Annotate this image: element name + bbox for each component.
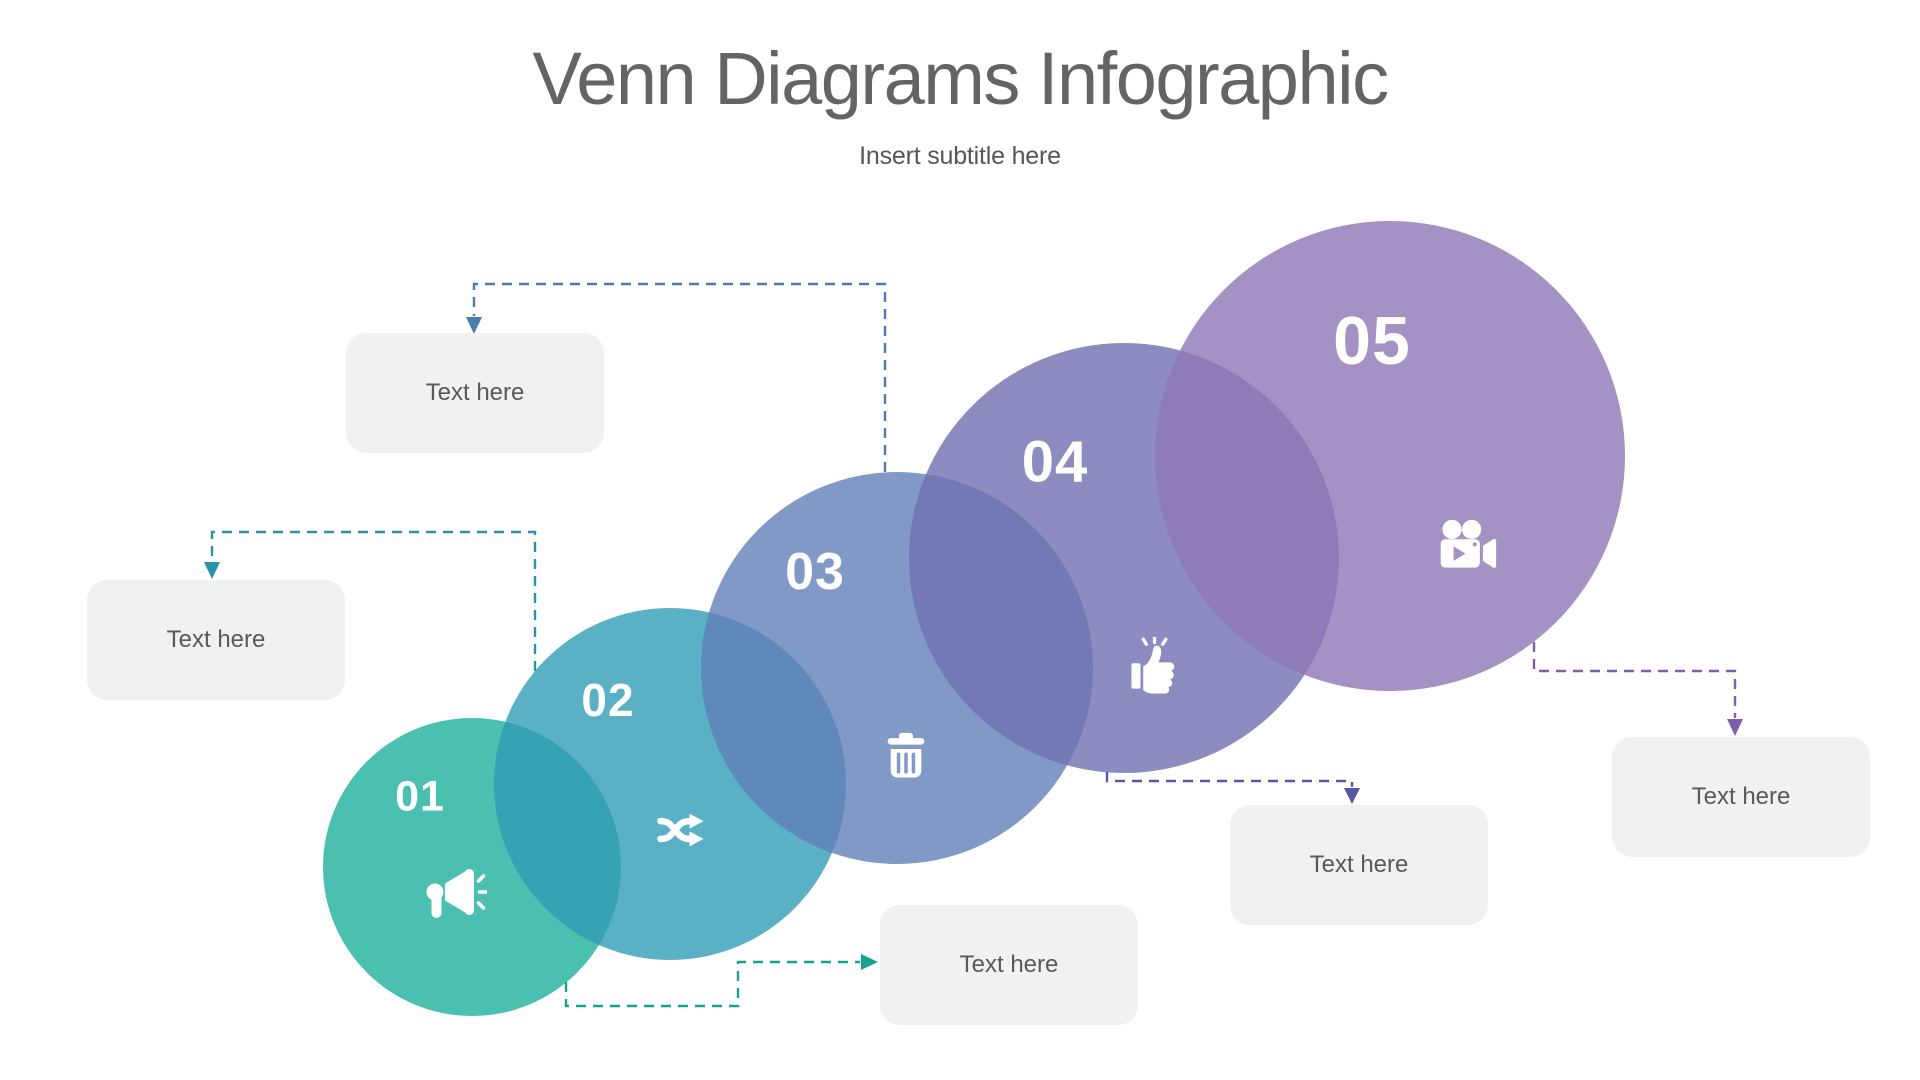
page-subtitle[interactable]: Insert subtitle here xyxy=(859,142,1061,170)
connector-step-05 xyxy=(1532,642,1743,736)
step-number-02: 02 xyxy=(581,674,635,726)
label-box-step-03[interactable]: Text here xyxy=(346,333,604,453)
page-title[interactable]: Venn Diagrams Infographic xyxy=(532,37,1389,120)
label-text: Text here xyxy=(166,626,266,653)
megaphone-icon xyxy=(423,861,487,925)
connector-step-04 xyxy=(1105,772,1360,804)
step-number-05: 05 xyxy=(1333,303,1411,379)
label-box-step-05[interactable]: Text here xyxy=(1612,737,1870,857)
trash-icon xyxy=(878,728,934,784)
label-text: Text here xyxy=(959,951,1059,978)
step-number-01: 01 xyxy=(395,772,445,821)
thumbs-up-icon xyxy=(1126,637,1184,695)
label-text: Text here xyxy=(1691,783,1791,810)
connector-step-01 xyxy=(564,954,878,1008)
video-camera-icon xyxy=(1435,516,1501,582)
step-number-03: 03 xyxy=(785,543,845,601)
label-box-step-04[interactable]: Text here xyxy=(1230,805,1488,925)
label-text: Text here xyxy=(1309,851,1409,878)
shuffle-icon xyxy=(652,800,712,860)
step-number-04: 04 xyxy=(1021,429,1089,495)
label-box-step-01[interactable]: Text here xyxy=(880,905,1138,1025)
venn-circle-05[interactable] xyxy=(1155,221,1625,691)
label-text: Text here xyxy=(425,379,525,406)
label-box-step-02[interactable]: Text here xyxy=(87,580,345,700)
